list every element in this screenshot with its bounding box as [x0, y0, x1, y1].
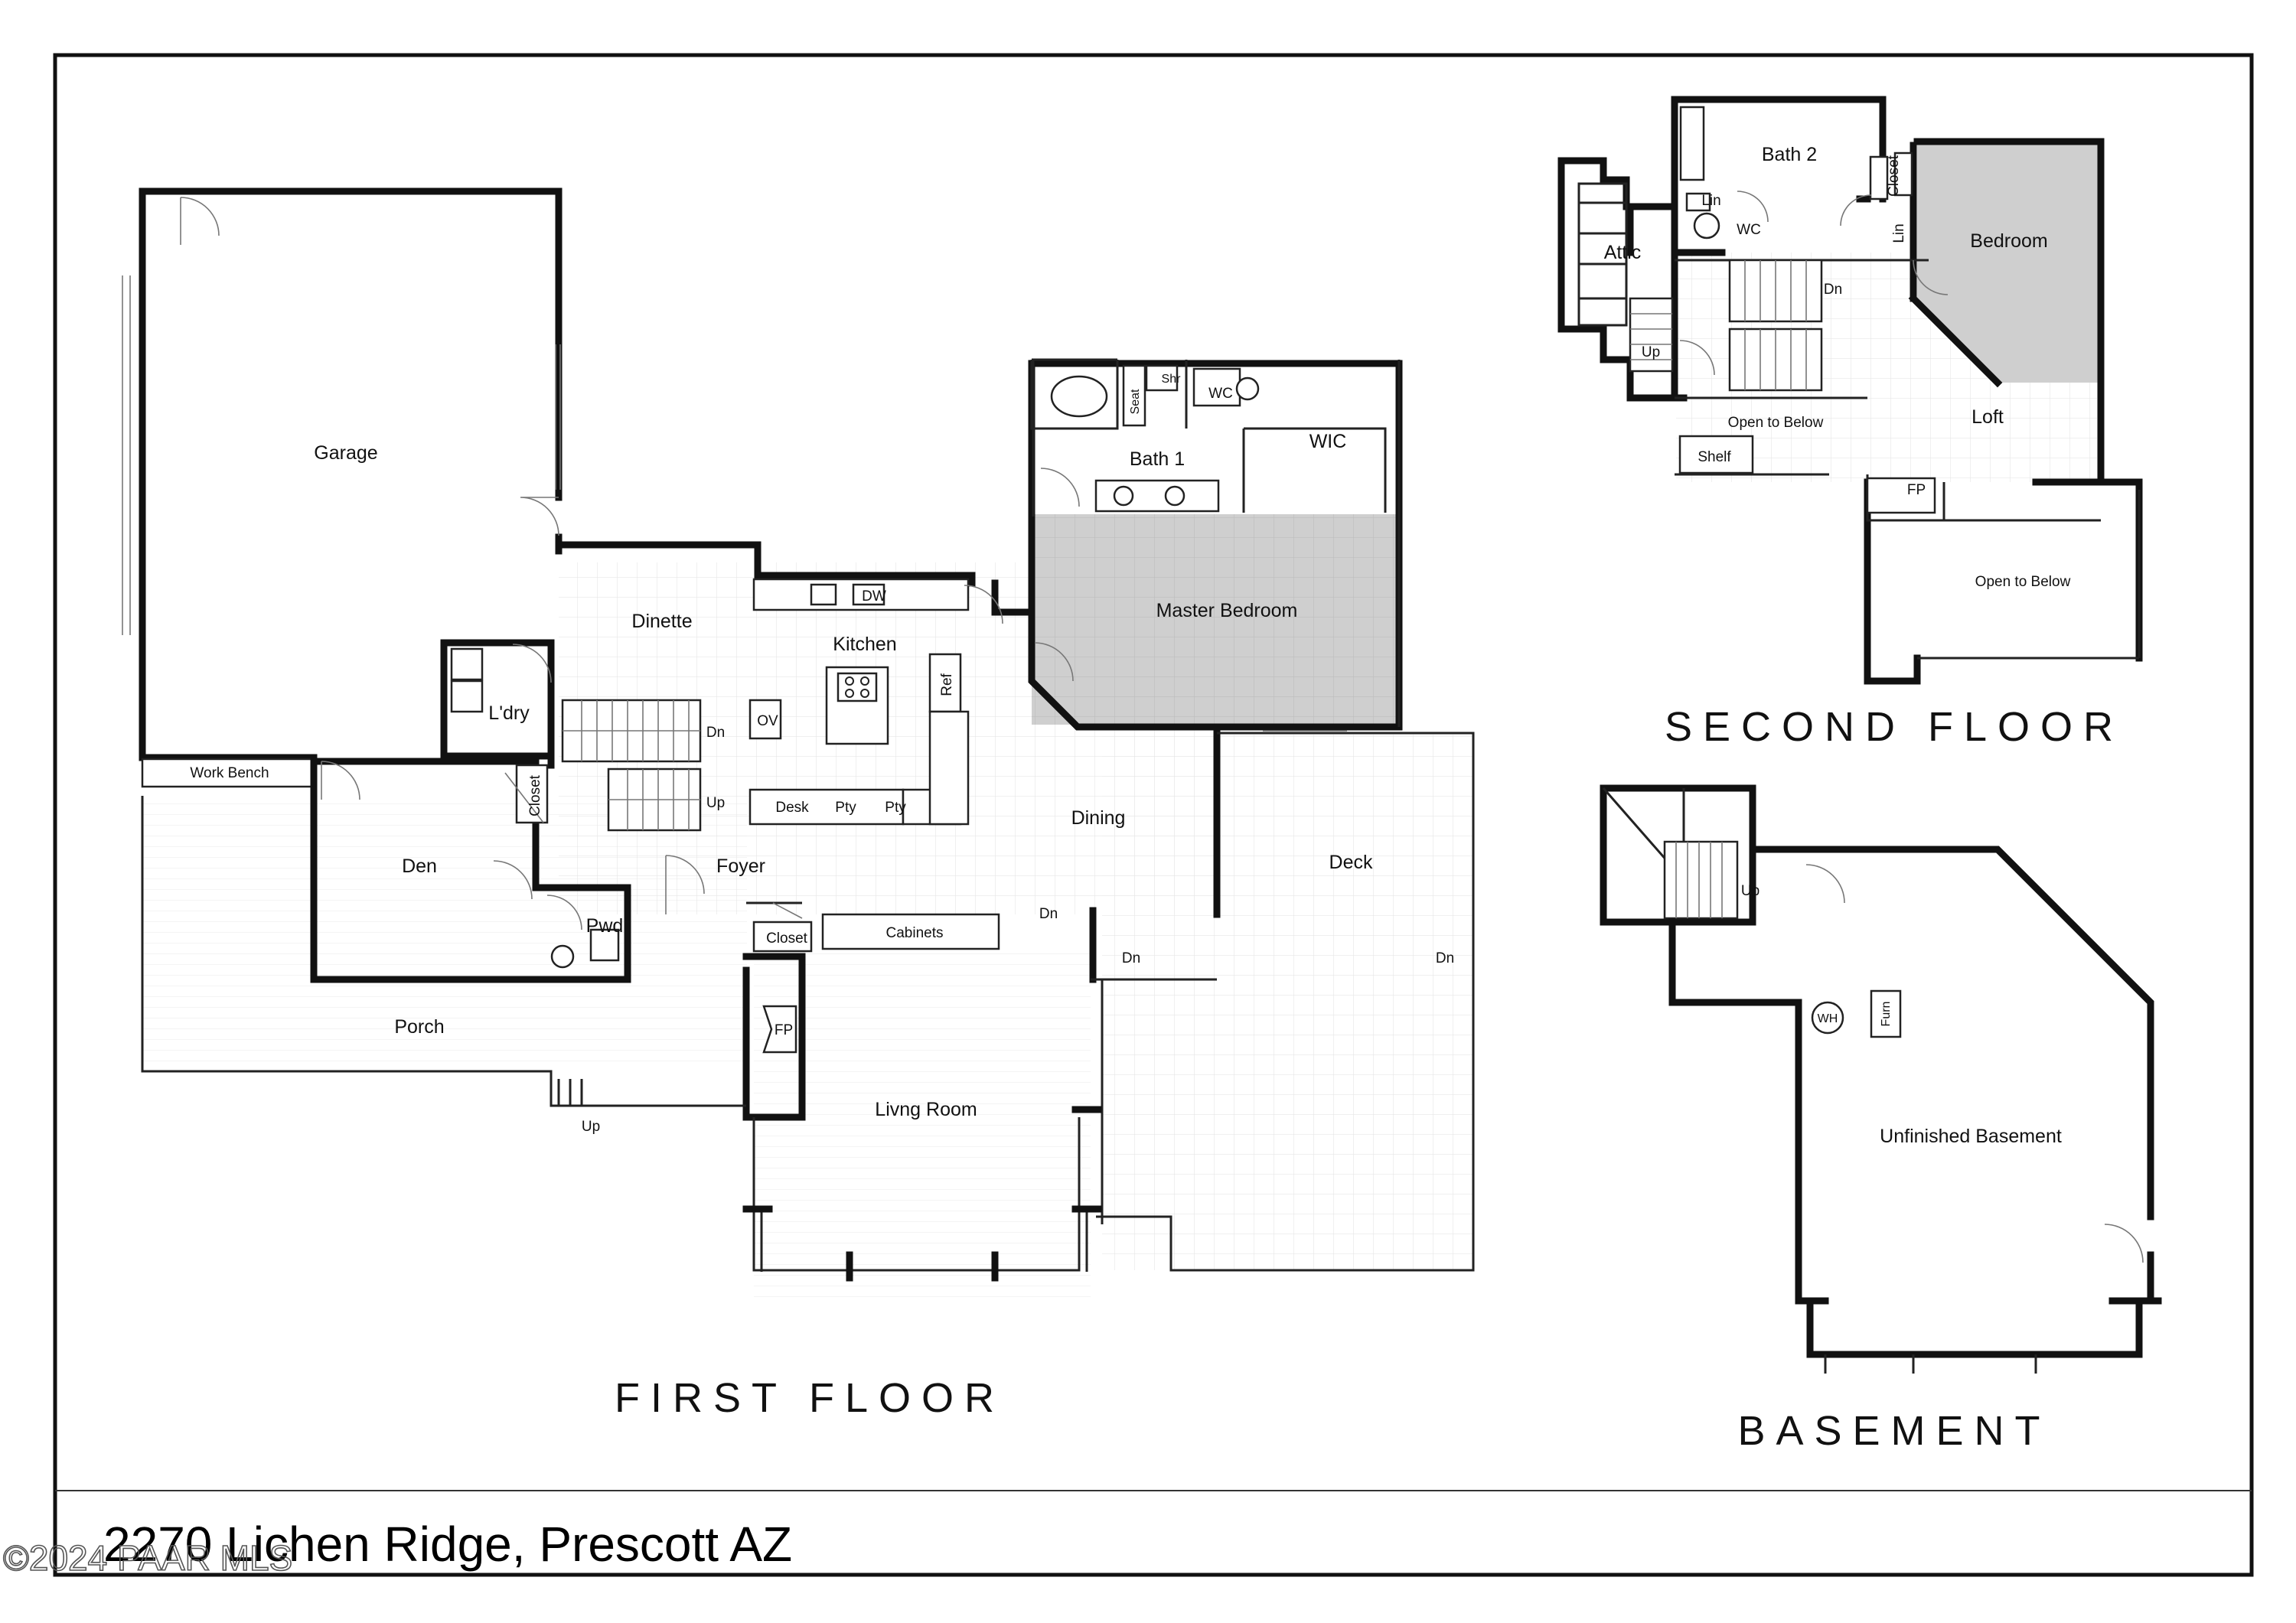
label-seat: Seat: [1129, 389, 1142, 414]
label-shelf: Shelf: [1698, 449, 1731, 465]
room-porch: Porch: [394, 1016, 444, 1038]
label-dishwasher: DW: [862, 588, 886, 605]
label-furnace: Furn: [1880, 1002, 1893, 1027]
label-basement-up: Up: [1741, 883, 1760, 899]
label-upper-fp: FP: [1907, 482, 1926, 498]
basement-plan: [1600, 784, 2162, 1374]
label-refrigerator: Ref: [939, 673, 955, 696]
room-kitchen: Kitchen: [833, 634, 896, 655]
label-upper-closet: Closet: [1886, 155, 1902, 197]
label-deck-dn-1: Dn: [1039, 906, 1058, 922]
label-stairs-up: Up: [706, 795, 725, 811]
label-deck-dn-2: Dn: [1122, 950, 1140, 966]
label-master-wc: WC: [1208, 386, 1233, 402]
page-border: [53, 53, 2254, 1577]
room-deck: Deck: [1329, 852, 1373, 873]
first-floor-plan: [122, 187, 1475, 1301]
label-stairs-down: Dn: [706, 725, 725, 741]
label-shower: Shr: [1162, 373, 1182, 386]
label-cabinets: Cabinets: [886, 925, 944, 941]
second-floor-plan: [1557, 96, 2143, 685]
property-address: 2270 Lichen Ridge, Prescott AZ: [103, 1517, 792, 1572]
label-hall-closet: Closet: [527, 774, 543, 816]
room-dining: Dining: [1071, 807, 1126, 829]
label-work-bench: Work Bench: [190, 765, 269, 781]
room-attic: Attic: [1604, 242, 1642, 263]
room-bath-1: Bath 1: [1130, 448, 1185, 470]
room-master-bedroom: Master Bedroom: [1156, 600, 1298, 621]
room-powder: Pwd: [586, 915, 624, 937]
label-deck-dn-3: Dn: [1436, 950, 1454, 966]
label-oven: OV: [757, 713, 778, 729]
label-linen-2: Lin: [1891, 223, 1907, 243]
label-upper-dn: Dn: [1824, 282, 1842, 298]
label-fireplace: FP: [775, 1022, 793, 1038]
label-foyer-closet: Closet: [766, 930, 808, 947]
room-bedroom: Bedroom: [1970, 230, 2047, 252]
room-loft: Loft: [1971, 406, 2004, 428]
label-pantry-1: Pty: [835, 800, 856, 816]
label-porch-up: Up: [582, 1119, 600, 1135]
label-upper-up: Up: [1642, 344, 1660, 360]
title-first-floor: FIRST FLOOR: [615, 1375, 1005, 1421]
label-upper-wc: WC: [1737, 222, 1761, 238]
room-wic: WIC: [1309, 431, 1347, 452]
title-basement: BASEMENT: [1737, 1408, 2050, 1454]
room-living: Livng Room: [875, 1099, 977, 1120]
title-second-floor: SECOND FLOOR: [1665, 704, 2124, 750]
label-desk: Desk: [775, 800, 809, 816]
label-linen-1: Lin: [1701, 193, 1720, 209]
room-bath-2: Bath 2: [1762, 144, 1817, 165]
label-open-to-below-1: Open to Below: [1728, 415, 1824, 431]
label-pantry-2: Pty: [885, 800, 906, 816]
label-open-to-below-2: Open to Below: [1975, 574, 2071, 590]
copyright-watermark: ©2024 PAAR MLS: [3, 1538, 292, 1578]
room-foyer: Foyer: [716, 855, 765, 877]
label-water-heater: WH: [1818, 1012, 1838, 1025]
room-den: Den: [402, 855, 437, 877]
room-garage: Garage: [314, 442, 377, 464]
room-laundry: L'dry: [488, 702, 530, 724]
room-dinette: Dinette: [631, 611, 692, 632]
room-unfinished-basement: Unfinished Basement: [1880, 1126, 2062, 1147]
